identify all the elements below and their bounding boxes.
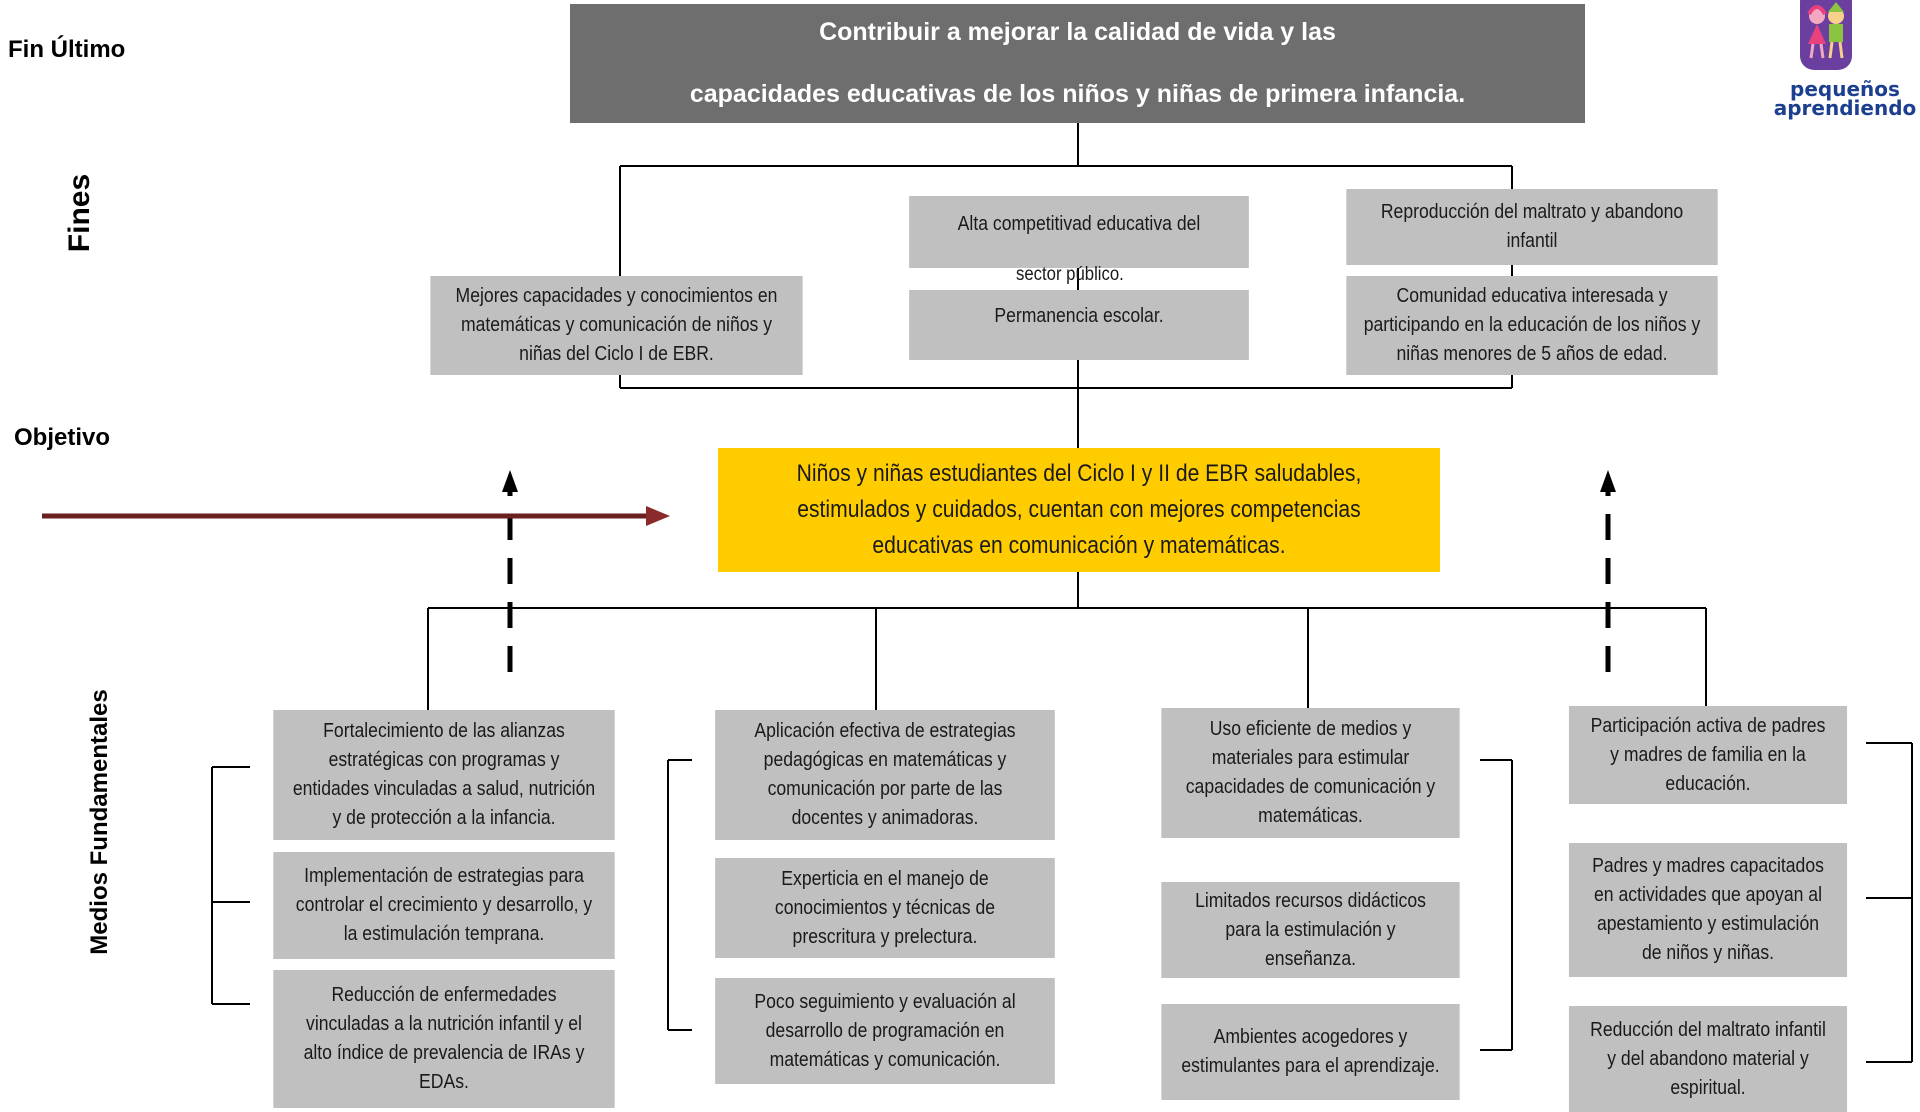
medio-line: capacidades de comunicación y bbox=[1185, 776, 1436, 798]
dashed-arrow-right-head bbox=[1600, 470, 1616, 492]
pequenos-aprendiendo-logo bbox=[1800, 0, 1852, 70]
fin-box-line: Comunidad educativa interesada y bbox=[1396, 285, 1668, 307]
medio-box-capacitados: Padres y madres capacitados en actividad… bbox=[1568, 843, 1848, 977]
logo-girl-head bbox=[1809, 8, 1825, 24]
medio-box-crecimiento: Implementación de estrategias para contr… bbox=[273, 852, 615, 959]
medio-line: docentes y animadoras. bbox=[791, 807, 979, 829]
medio-line: materiales para estimular bbox=[1211, 747, 1410, 769]
medio-line: Experticia en el manejo de bbox=[781, 867, 989, 890]
objective-line: estimulados y cuidados, cuentan con mejo… bbox=[797, 496, 1361, 523]
label-medios-fundamentales: Medios Fundamentales bbox=[86, 689, 113, 955]
medio-line: matemáticas. bbox=[1258, 805, 1363, 827]
medio-line: matemáticas y comunicación. bbox=[769, 1048, 1001, 1071]
medio-line: pedagógicas en matemáticas y bbox=[763, 749, 1007, 771]
logo-text-line2: aprendiendo bbox=[1773, 96, 1917, 120]
medio-line: la estimulación temprana. bbox=[343, 923, 545, 945]
medio-line: desarrollo de programación en bbox=[765, 1019, 1005, 1042]
medio-line: prescritura y prelectura. bbox=[792, 925, 978, 948]
medio-box-estrategias: Aplicación efectiva de estrategias pedag… bbox=[715, 710, 1055, 840]
fin-box-line: matemáticas y comunicación de niños y bbox=[460, 314, 773, 336]
medio-box-participacion: Participación activa de padres y madres … bbox=[1568, 706, 1848, 804]
medio-line: EDAs. bbox=[419, 1071, 469, 1093]
logo-text: pequeños aprendiendo bbox=[1770, 77, 1920, 120]
logo-boy-body bbox=[1829, 24, 1843, 42]
fin-box-comunidad: Comunidad educativa interesada y partici… bbox=[1346, 276, 1718, 375]
medio-line: Reducción del maltrato infantil bbox=[1590, 1018, 1826, 1041]
red-arrow-head bbox=[646, 506, 670, 526]
medio-box-experticia: Experticia en el manejo de conocimientos… bbox=[715, 858, 1055, 958]
medio-line: comunicación por parte de las bbox=[767, 778, 1003, 800]
fin-box-maltrato: Reproducción del maltrato y abandono inf… bbox=[1346, 189, 1718, 265]
medio-line: y madres de familia en la bbox=[1610, 743, 1806, 766]
medio-line: vinculadas a la nutrición infantil y el bbox=[306, 1013, 582, 1035]
label-objetivo: Objetivo bbox=[14, 424, 111, 451]
medio-box-alianzas: Fortalecimiento de las alianzas estratég… bbox=[273, 710, 615, 840]
objective-line: Niños y niñas estudiantes del Ciclo I y … bbox=[796, 460, 1362, 487]
objective-box: Niños y niñas estudiantes del Ciclo I y … bbox=[718, 448, 1440, 572]
medio-box-seguimiento: Poco seguimiento y evaluación al desarro… bbox=[715, 978, 1055, 1084]
medio-line: para la estimulación y bbox=[1225, 918, 1396, 941]
medio-line: apestamiento y estimulación bbox=[1596, 913, 1820, 935]
fin-box-line: niñas menores de 5 años de edad. bbox=[1396, 343, 1668, 365]
medio-line: en actividades que apoyan al bbox=[1593, 884, 1823, 906]
medio-line: Limitados recursos didácticos bbox=[1195, 889, 1426, 912]
medio-line: conocimientos y técnicas de bbox=[774, 896, 996, 919]
logo-text-line1: pequeños bbox=[1790, 77, 1900, 101]
medio-box-medios: Uso eficiente de medios y materiales par… bbox=[1161, 708, 1460, 838]
medio-box-ambientes: Ambientes acogedores y estimulantes para… bbox=[1161, 1004, 1460, 1100]
medio-line: Participación activa de padres bbox=[1590, 714, 1826, 737]
medio-line: y del abandono material y bbox=[1607, 1047, 1809, 1070]
fin-box-line: Alta competitivad educativa del bbox=[957, 213, 1201, 235]
fin-box-line: Mejores capacidades y conocimientos en bbox=[455, 285, 778, 307]
label-fines: Fines bbox=[63, 173, 96, 253]
medio-line: alto índice de prevalencia de IRAs y bbox=[303, 1042, 585, 1064]
logo-girl-dress bbox=[1808, 24, 1826, 44]
medio-line: controlar el crecimiento y desarrollo, y bbox=[295, 894, 593, 916]
fin-ultimo-box: Contribuir a mejorar la calidad de vida … bbox=[570, 4, 1585, 123]
fin-box-line: participando en la educación de los niño… bbox=[1363, 314, 1701, 336]
fin-ultimo-line1: Contribuir a mejorar la calidad de vida … bbox=[819, 18, 1336, 46]
medio-line: enseñanza. bbox=[1264, 947, 1356, 970]
medio-line: Fortalecimiento de las alianzas bbox=[323, 720, 565, 742]
fin-box-line: infantil bbox=[1506, 230, 1558, 252]
medio-box-maltrato: Reducción del maltrato infantil y del ab… bbox=[1568, 1006, 1848, 1112]
medio-line: estratégicas con programas y bbox=[328, 749, 560, 771]
medio-line: Poco seguimiento y evaluación al bbox=[754, 990, 1016, 1013]
fin-box-line: niñas del Ciclo I de EBR. bbox=[519, 343, 714, 365]
medio-box-recursos: Limitados recursos didácticos para la es… bbox=[1161, 882, 1460, 978]
fin-box-line: Reproducción del maltrato y abandono bbox=[1380, 201, 1684, 223]
medio-line: estimulantes para el aprendizaje. bbox=[1181, 1055, 1440, 1077]
logo-badge bbox=[1800, 0, 1852, 70]
fin-box-permanencia: Permanencia escolar. bbox=[909, 290, 1249, 360]
fin-box-line: Permanencia escolar. bbox=[994, 305, 1164, 327]
medio-line: y de protección a la infancia. bbox=[332, 807, 556, 829]
medio-box-enfermedades: Reducción de enfermedades vinculadas a l… bbox=[273, 970, 615, 1108]
label-fin-ultimo: Fin Último bbox=[8, 36, 126, 63]
medio-line: educación. bbox=[1665, 772, 1751, 795]
medio-line: Ambientes acogedores y bbox=[1213, 1026, 1408, 1048]
fin-box-competitividad-overflow: sector público. bbox=[1016, 264, 1124, 285]
fin-box-competitividad: Alta competitivad educativa del bbox=[909, 196, 1249, 268]
medio-line: espiritual. bbox=[1670, 1076, 1746, 1099]
fin-box-capacidades: Mejores capacidades y conocimientos en m… bbox=[430, 276, 803, 375]
objective-line: educativas en comunicación y matemáticas… bbox=[872, 532, 1286, 559]
fin-ultimo-line2: capacidades educativas de los niños y ni… bbox=[689, 80, 1466, 108]
dashed-arrow-left-head bbox=[502, 470, 518, 492]
medio-line: Uso eficiente de medios y bbox=[1209, 718, 1412, 740]
medio-line: Aplicación efectiva de estrategias bbox=[754, 720, 1016, 742]
medio-line: entidades vinculadas a salud, nutrición bbox=[292, 778, 596, 800]
medio-line: Padres y madres capacitados bbox=[1592, 855, 1824, 877]
medio-line: Implementación de estrategias para bbox=[304, 865, 584, 887]
medio-line: de niños y niñas. bbox=[1641, 942, 1775, 964]
medio-line: Reducción de enfermedades bbox=[331, 984, 557, 1006]
